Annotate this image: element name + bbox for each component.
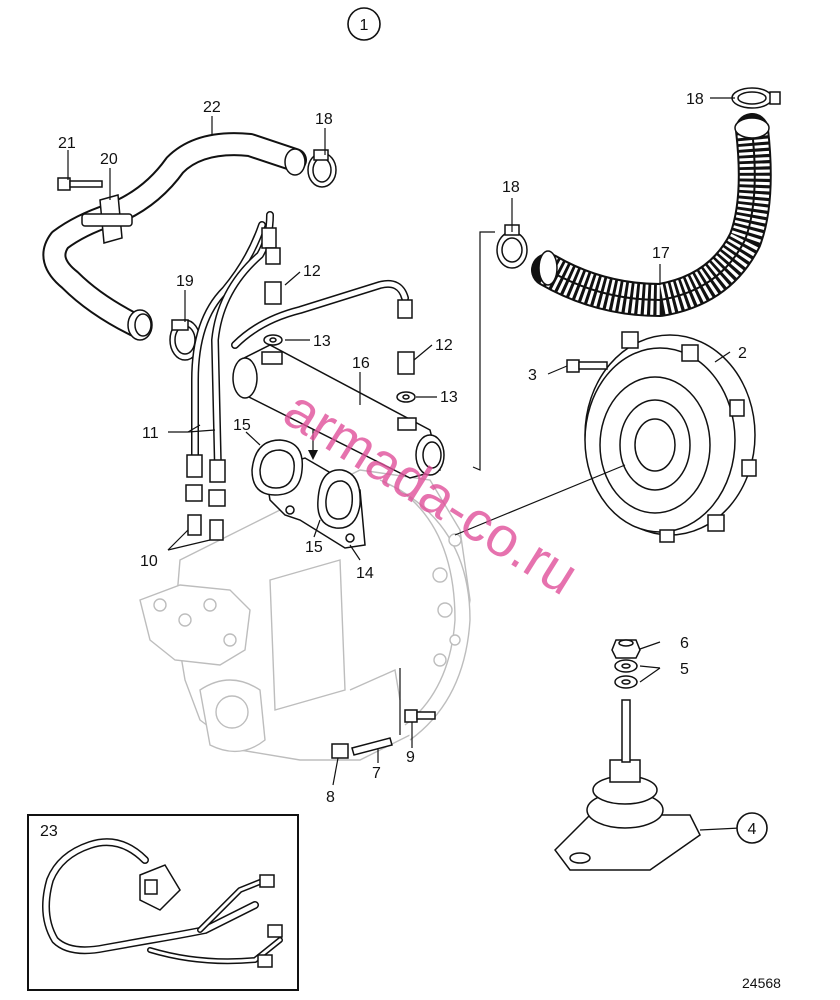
leader-lines	[67, 97, 741, 831]
label-5: 5	[680, 661, 689, 678]
inset-23-label: 23	[40, 823, 58, 840]
hose-clamp-18-left	[307, 149, 337, 188]
label-15-top: 15	[233, 417, 251, 434]
label-13-left: 13	[313, 333, 331, 350]
bolt-3	[566, 359, 608, 373]
label-18-top: 18	[686, 91, 704, 108]
assembly-number-badge: 1	[347, 7, 381, 41]
label-15-bottom: 15	[305, 539, 323, 556]
label-16: 16	[352, 355, 370, 372]
label-18-middle: 18	[502, 179, 520, 196]
stud-7	[351, 737, 393, 756]
label-11: 11	[142, 425, 159, 442]
clamps-15	[251, 430, 361, 529]
drawing-number: 24568	[742, 975, 781, 991]
label-8: 8	[326, 789, 335, 806]
label-2: 2	[738, 345, 747, 362]
inset-23-box: 23	[27, 814, 299, 991]
callout-4: 4	[748, 821, 757, 838]
flexible-coupling-2	[584, 331, 757, 543]
label-7: 7	[372, 765, 381, 782]
engine-mount-4	[554, 699, 701, 871]
washers-5	[614, 659, 638, 689]
hose-clamp-18-top	[731, 87, 781, 109]
bolt-9	[404, 709, 436, 723]
label-21: 21	[58, 135, 76, 152]
callout-labels: 22 18 21 20 18 18 17 12 19 13 12 2 16 3 …	[58, 91, 747, 806]
label-3: 3	[528, 367, 537, 384]
washers-13	[263, 334, 416, 403]
bolt-21	[57, 177, 103, 191]
fittings-10	[185, 484, 226, 541]
assembly-number: 1	[360, 17, 369, 34]
oil-pipes-11	[186, 211, 409, 483]
hose-clamp-19	[169, 319, 201, 361]
fittings-12	[264, 247, 415, 375]
label-14: 14	[356, 565, 374, 582]
label-6: 6	[680, 635, 689, 652]
gearbox-housing	[139, 469, 471, 761]
label-19: 19	[176, 273, 194, 290]
callout-4-badge: 4	[736, 812, 768, 844]
label-20: 20	[100, 151, 118, 168]
nut-8	[331, 743, 349, 759]
label-9: 9	[406, 749, 415, 766]
bracket-20	[81, 194, 133, 244]
label-22: 22	[203, 99, 221, 116]
flex-hose-17	[531, 113, 772, 317]
nut-6	[611, 639, 641, 659]
oil-cooler-16	[232, 344, 445, 479]
label-10: 10	[140, 553, 158, 570]
label-18-left: 18	[315, 111, 333, 128]
label-12-left: 12	[303, 263, 321, 280]
label-13-right: 13	[440, 389, 458, 406]
label-12-right: 12	[435, 337, 453, 354]
label-17: 17	[652, 245, 670, 262]
